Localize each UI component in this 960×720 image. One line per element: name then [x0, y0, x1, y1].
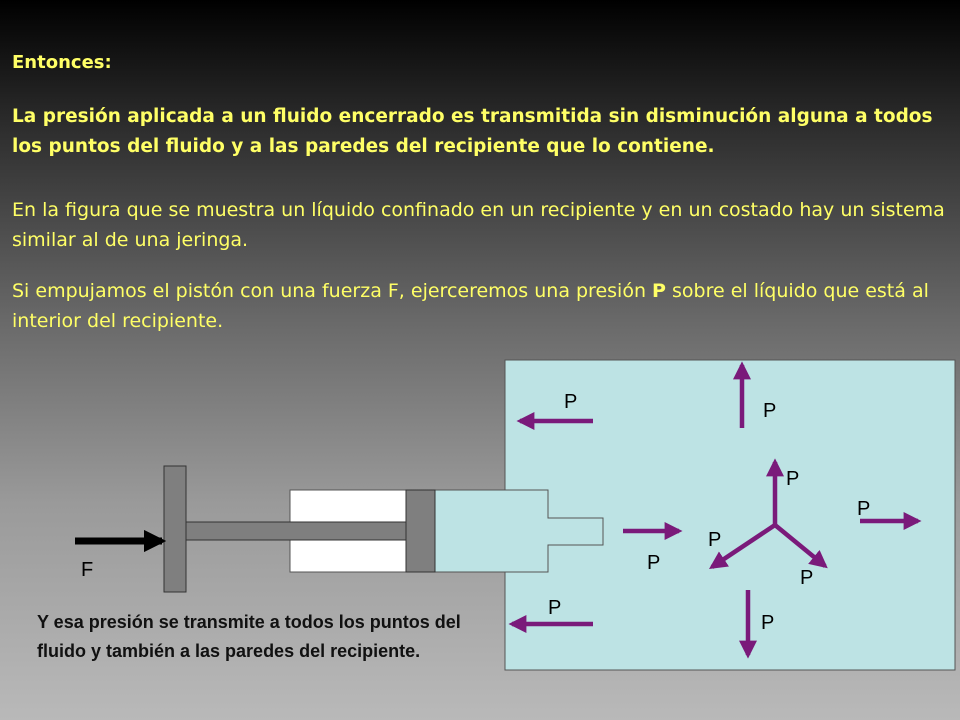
- fluid-container: [504, 359, 956, 671]
- piston-handle: [163, 465, 187, 593]
- paragraph-piston-push-before: Si empujamos el pistón con una fuerza F,…: [12, 280, 653, 302]
- pressure-label-left-bottom: P: [548, 597, 561, 619]
- paragraph-piston-push-after: sobre el líquido que está al interior de…: [12, 280, 929, 332]
- pressure-label-left-top: P: [564, 391, 577, 413]
- bottom-conclusion: Y esa presión se transmite a todos los p…: [37, 612, 461, 661]
- pressure-label-nozzle: P: [647, 552, 660, 574]
- pressure-label-down: P: [761, 612, 774, 634]
- pressure-label-center-left: P: [708, 529, 721, 551]
- piston-rod: [185, 521, 407, 541]
- principle-statement: La presión aplicada a un fluido encerrad…: [12, 106, 933, 157]
- force-label: F: [81, 559, 93, 581]
- cylinder-fluid: [434, 489, 604, 573]
- paragraph-piston-push: Si empujamos el pistón con una fuerza F,…: [12, 276, 947, 336]
- pressure-label-center-up: P: [786, 468, 799, 490]
- pressure-arrow-center-right: [773, 523, 828, 569]
- heading-entonces: Entonces:: [12, 52, 112, 73]
- piston-head: [405, 489, 436, 573]
- pressure-symbol-inline: P: [652, 280, 666, 302]
- pressure-label-center-right: P: [800, 567, 813, 589]
- pressure-arrow-center-left: [709, 523, 777, 569]
- pressure-label-right: P: [857, 498, 870, 520]
- pressure-label-up: P: [763, 400, 776, 422]
- paragraph-figure-description: En la figura que se muestra un líquido c…: [12, 199, 945, 251]
